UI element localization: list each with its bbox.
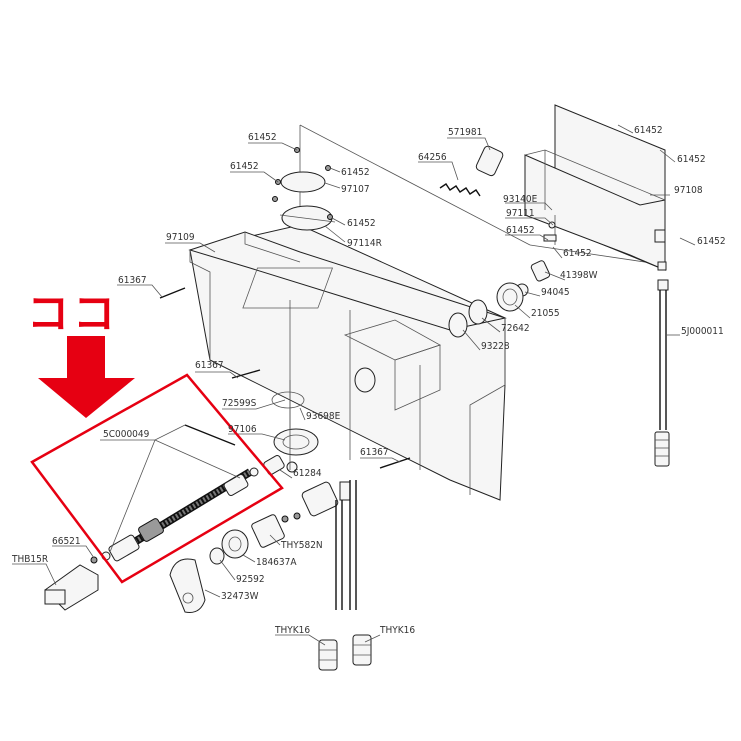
callout-arrow — [38, 336, 135, 418]
part-label: 61452 — [341, 167, 370, 178]
part-label: 66521 — [52, 536, 81, 547]
part-label: 97108 — [674, 185, 703, 196]
part-label: 41398W — [560, 270, 598, 281]
housing-body — [188, 124, 666, 501]
part-label: 92592 — [236, 574, 265, 585]
highlight-box — [30, 373, 284, 584]
part-label: 61367 — [195, 360, 224, 371]
part-label: 5J000011 — [681, 326, 724, 337]
part-label: THYK16 — [379, 625, 415, 636]
part-label: 72642 — [501, 323, 530, 334]
part-label: 61452 — [248, 132, 277, 143]
part-label: 97107 — [341, 184, 370, 195]
part-label: 93698E — [306, 411, 341, 422]
fitting-set — [209, 481, 351, 565]
part-label: 184637A — [256, 557, 297, 568]
hand-shower — [44, 556, 99, 611]
clamp-bracket — [272, 147, 336, 231]
part-labels: 61452 61452 61452 97107 61452 97114R 971… — [11, 125, 726, 636]
part-label: 61284 — [293, 468, 322, 479]
part-label: 61452 — [697, 236, 726, 247]
part-label: 72599S — [222, 398, 257, 409]
part-label: 61452 — [347, 218, 376, 229]
right-fittings — [448, 215, 557, 338]
part-label: THYK16 — [274, 625, 310, 636]
part-label: 5C000049 — [103, 429, 150, 440]
callout-text: ココ — [27, 289, 119, 338]
part-label: 61452 — [634, 125, 663, 136]
part-label: 94045 — [541, 287, 570, 298]
drain-parts — [263, 380, 319, 475]
part-label: 97114R — [347, 238, 382, 249]
part-label: 93140E — [503, 194, 538, 205]
supply-hoses — [318, 480, 372, 671]
part-label: 61367 — [118, 275, 147, 286]
leader-lines — [12, 124, 696, 646]
part-label: 61452 — [563, 248, 592, 259]
part-label: THY582N — [280, 540, 323, 551]
part-label: 21055 — [531, 308, 560, 319]
part-label: 61452 — [506, 225, 535, 236]
part-label: 61452 — [230, 161, 259, 172]
part-label: 61452 — [677, 154, 706, 165]
part-label: 97106 — [228, 424, 257, 435]
part-label: 97109 — [166, 232, 195, 243]
part-label: 93228 — [481, 341, 510, 352]
part-label: 97111 — [506, 208, 535, 219]
part-label: 64256 — [418, 152, 447, 163]
part-label: 32473W — [221, 591, 259, 602]
hose-assembly — [101, 424, 259, 562]
part-label: 571981 — [448, 127, 482, 138]
sleeve-part — [475, 145, 504, 177]
spring-part — [439, 183, 481, 197]
part-label: 61367 — [360, 447, 389, 458]
vertical-hose — [654, 261, 670, 467]
part-label: THB15R — [11, 554, 48, 565]
holder-bracket — [169, 558, 206, 613]
